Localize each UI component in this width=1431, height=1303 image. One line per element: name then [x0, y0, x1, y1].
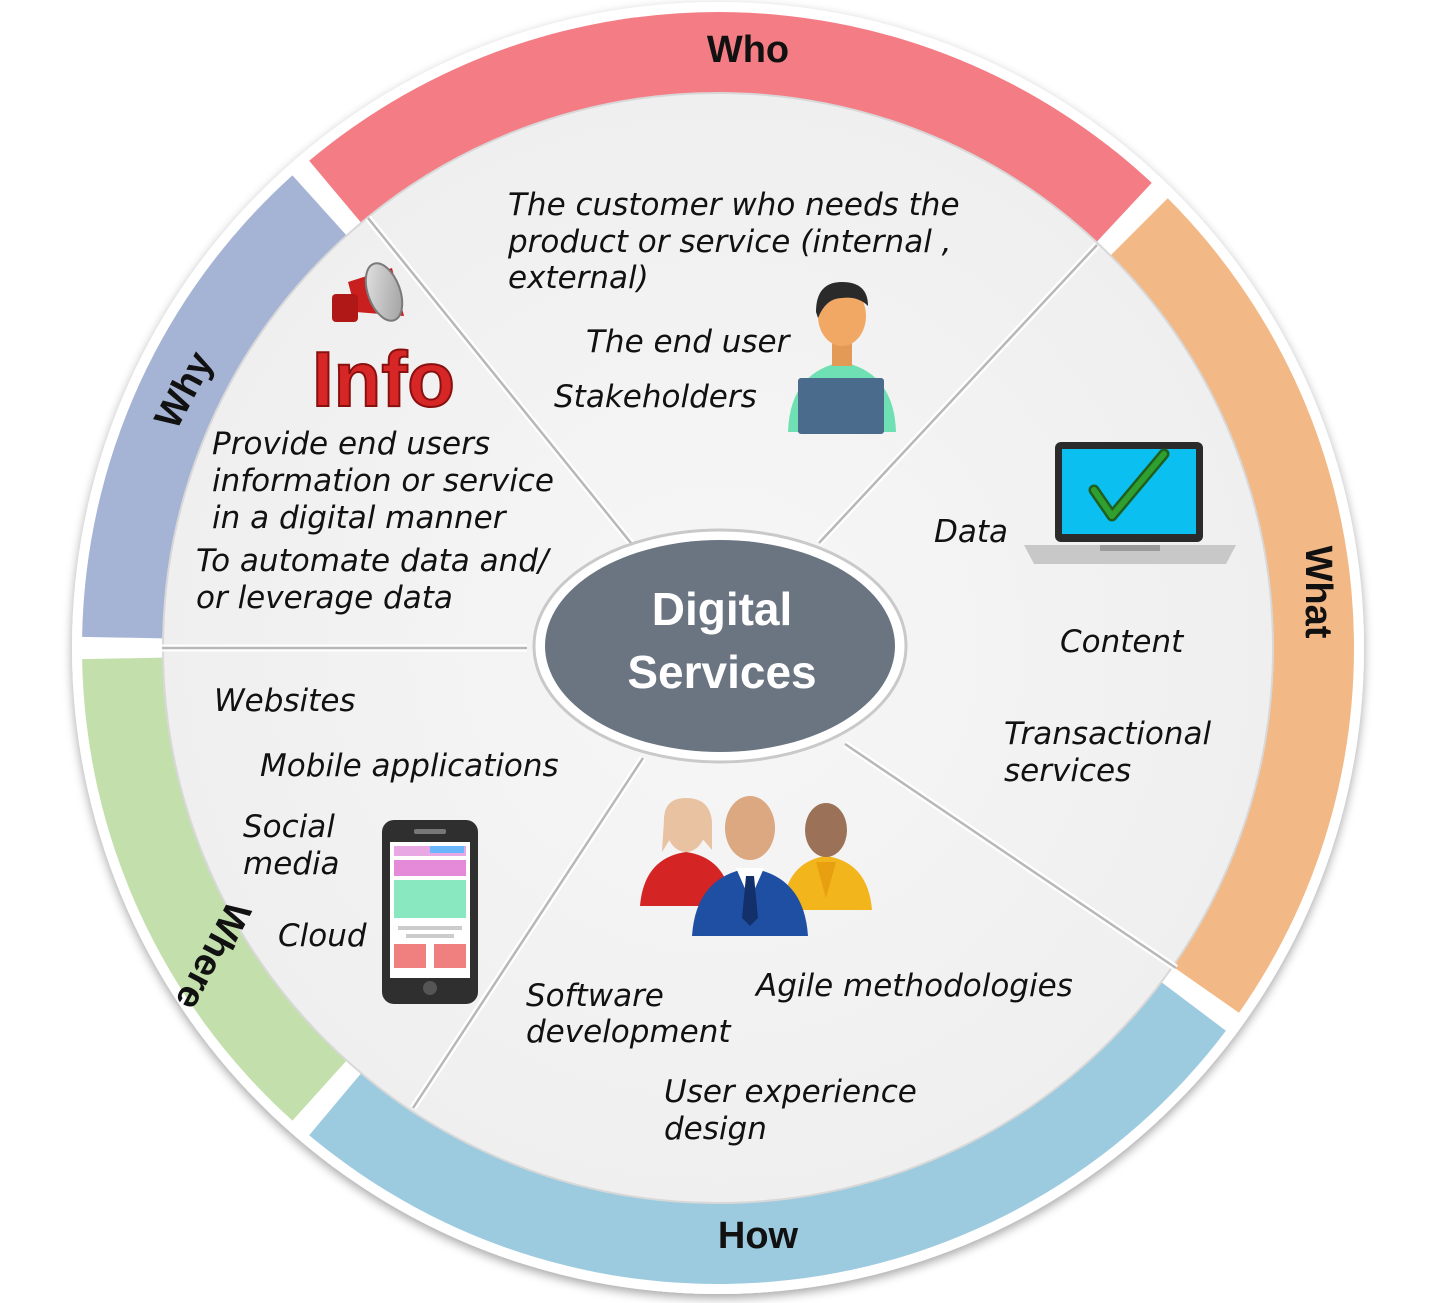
laptop-checkmark-icon [1024, 442, 1236, 564]
ring-segment-what [1110, 198, 1354, 1013]
what-item-transactional-line1: Transactional [1004, 716, 1211, 752]
ring-label-what: What [1297, 546, 1339, 639]
why-item-provide-line1: Provide end users [212, 426, 490, 462]
info-logo-text: Info [312, 335, 455, 423]
where-item-websites: Websites [214, 683, 356, 719]
how-item-ux-line2: design [664, 1111, 767, 1147]
center-ellipse [545, 540, 895, 752]
how-item-ux-line1: User experience [664, 1074, 917, 1110]
center-title-line1: Digital [652, 583, 793, 635]
who-item-customer-line1: The customer who needs the [508, 187, 960, 223]
why-item-provide-line3: in a digital manner [212, 500, 508, 536]
who-item-end-user: The end user [586, 324, 792, 360]
center-title-line2: Services [627, 646, 816, 698]
how-item-agile: Agile methodologies [754, 968, 1073, 1004]
why-item-automate-line1: To automate data and/ [196, 543, 552, 579]
team-people-icon [640, 796, 872, 936]
what-item-content: Content [1060, 624, 1185, 660]
where-item-social-line1: Social [243, 809, 335, 845]
who-item-customer-line3: external) [508, 260, 649, 296]
what-item-transactional-line2: services [1004, 753, 1131, 789]
ring-label-who: Who [707, 29, 789, 71]
smartphone-icon [382, 820, 478, 1004]
why-item-automate-line2: or leverage data [196, 580, 453, 616]
why-item-provide-line2: information or service [212, 463, 554, 499]
ring-segment-why [82, 175, 347, 639]
megaphone-info-icon: Info [311, 262, 456, 424]
ring-segment-who [309, 12, 1152, 243]
ring-label-how: How [718, 1215, 799, 1257]
who-item-customer-line2: product or service (internal , [507, 224, 952, 260]
where-item-mobile: Mobile applications [260, 748, 559, 784]
user-at-laptop-icon [788, 282, 896, 434]
how-item-software-line2: development [526, 1014, 732, 1050]
what-item-data: Data [934, 514, 1008, 550]
where-item-cloud: Cloud [278, 918, 367, 954]
where-item-social-line2: media [243, 846, 340, 882]
ring-segment-how [309, 982, 1226, 1284]
how-item-software-line1: Software [526, 978, 664, 1014]
who-item-stakeholders: Stakeholders [554, 379, 757, 415]
ring-segment-where [82, 657, 347, 1121]
